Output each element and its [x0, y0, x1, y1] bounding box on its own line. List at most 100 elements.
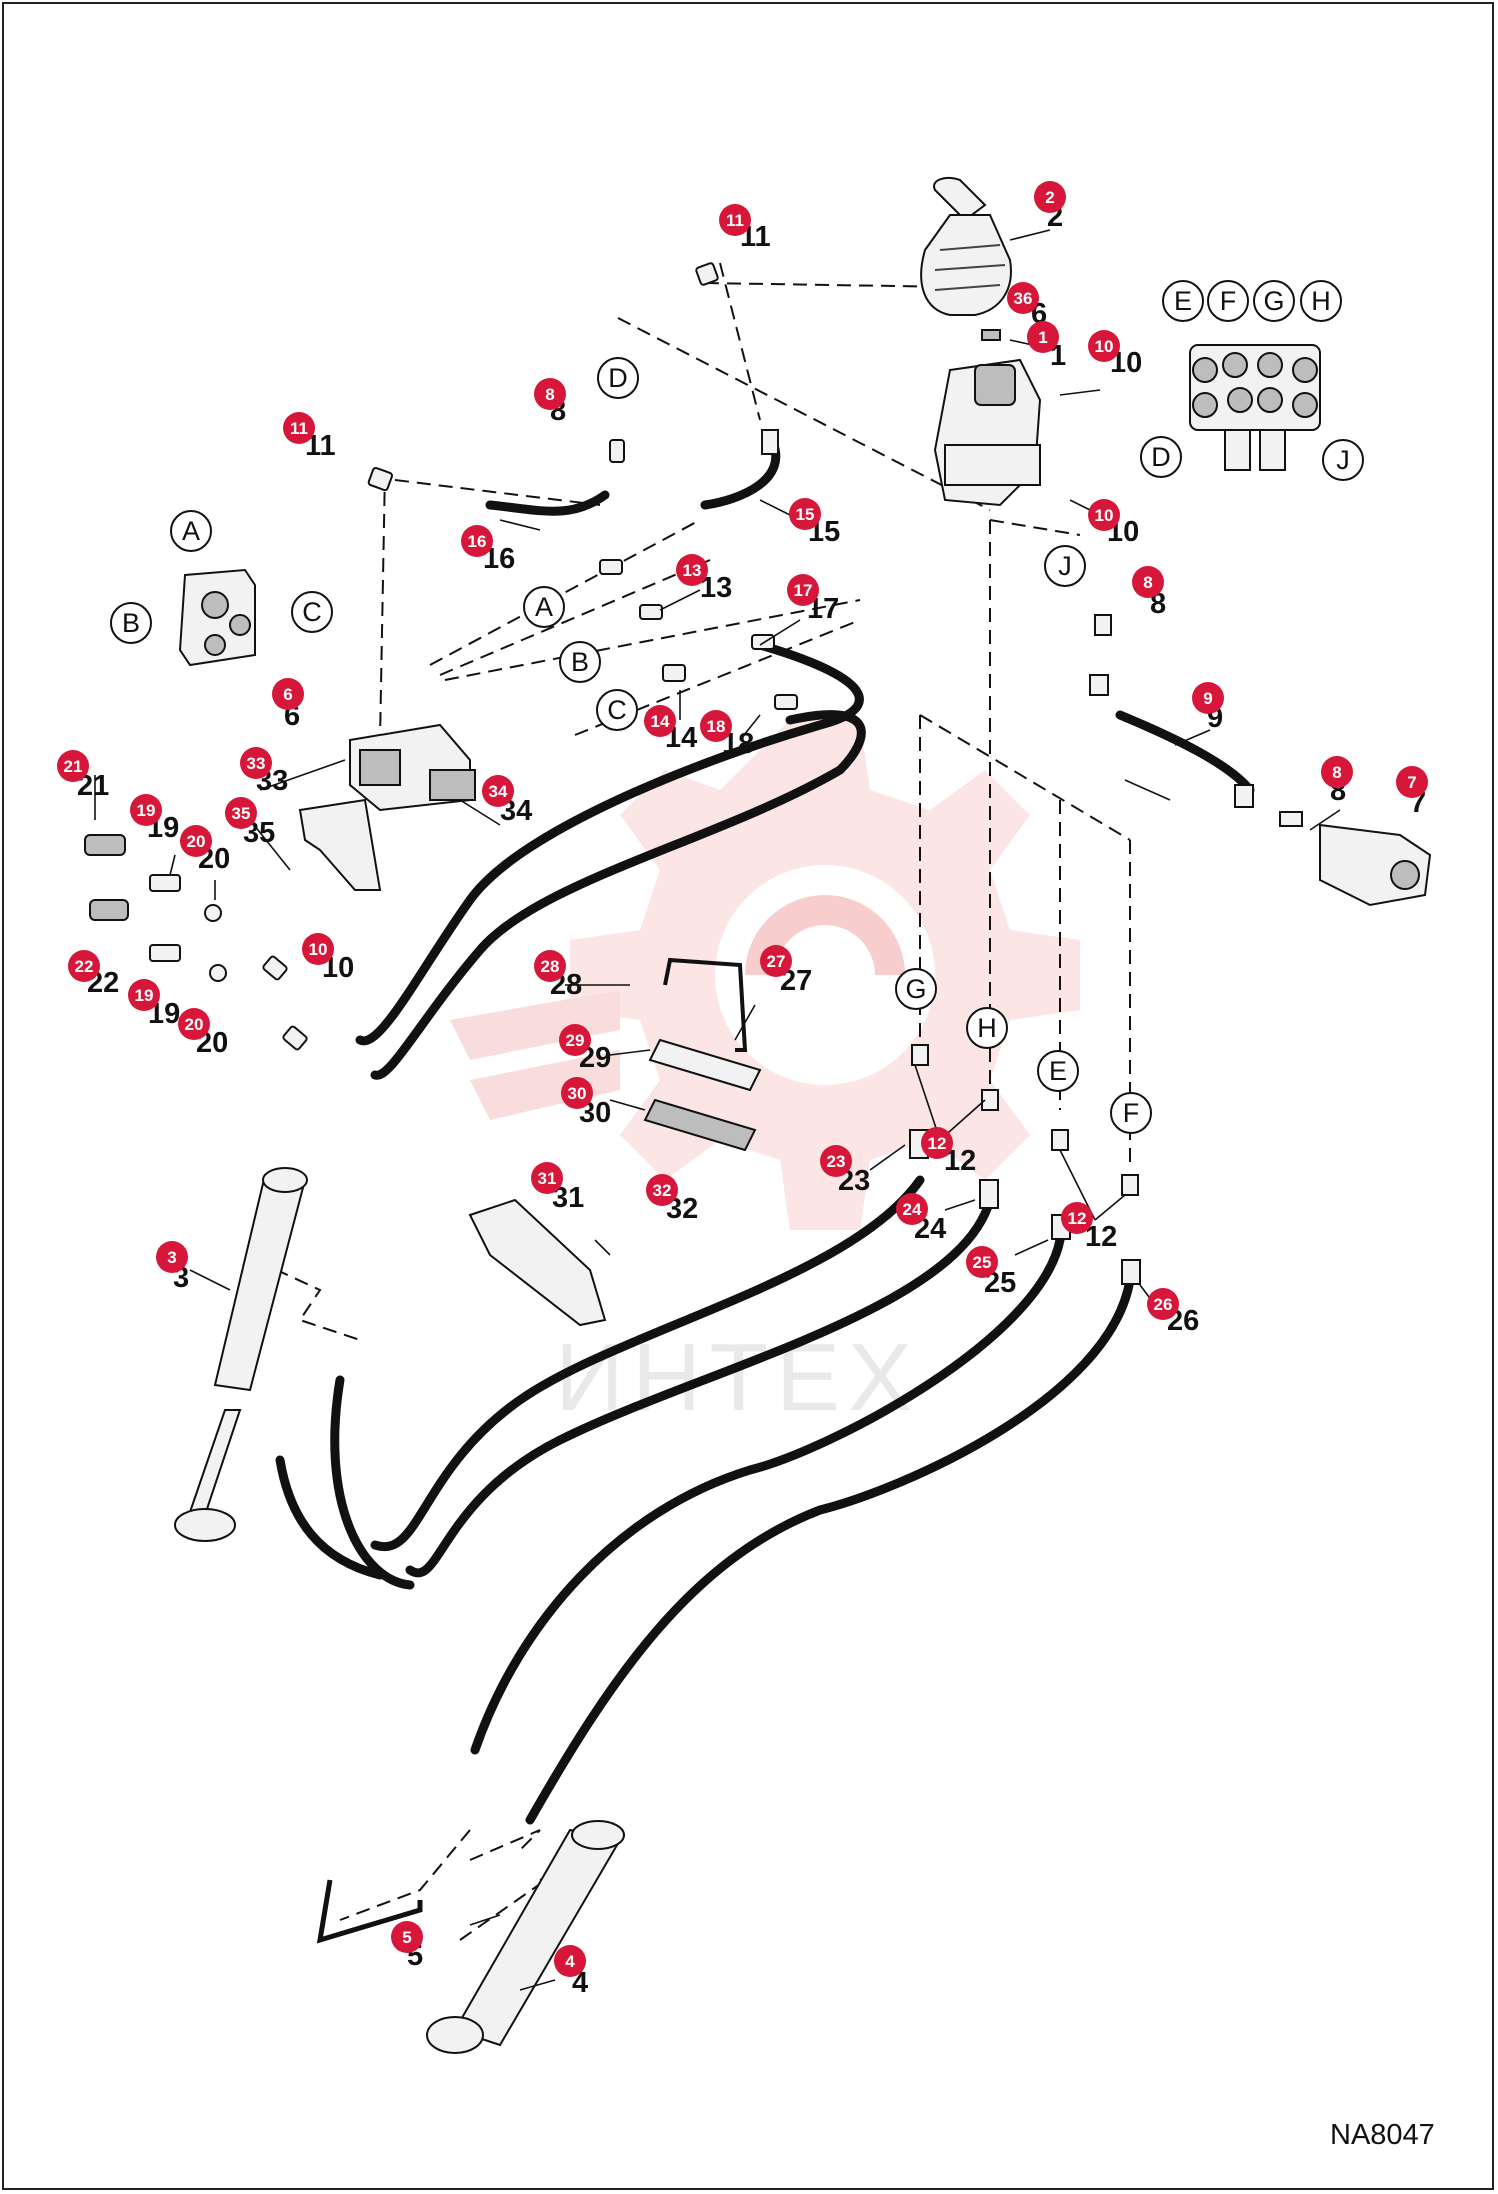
badge-8b: 8	[1132, 566, 1164, 598]
spool-valve	[349, 723, 476, 812]
badge-23: 23	[820, 1145, 852, 1177]
svg-text:E: E	[1049, 1056, 1067, 1086]
badge-5: 5	[391, 1921, 423, 1953]
svg-text:8: 8	[1332, 763, 1341, 782]
badge-12a: 12	[921, 1127, 953, 1159]
svg-text:6: 6	[283, 685, 292, 704]
badge-32: 32	[646, 1174, 678, 1206]
hose-24	[405, 1195, 995, 1578]
badge-25: 25	[966, 1246, 998, 1278]
pipe-5	[316, 1879, 423, 1944]
hoses	[275, 435, 1255, 1825]
badge-35: 35	[225, 797, 257, 829]
badge-10b: 10	[1088, 499, 1120, 531]
svg-text:19: 19	[135, 986, 154, 1005]
port-letter-e: E	[1037, 1050, 1079, 1092]
svg-text:32: 32	[653, 1181, 672, 1200]
badge-28: 28	[534, 950, 566, 982]
clamp-27	[663, 957, 748, 1052]
port-letter-c-manifold: C	[291, 591, 333, 633]
svg-text:A: A	[535, 592, 553, 622]
port-letter-e-top: E	[1162, 280, 1204, 322]
port-letter-c: C	[596, 689, 638, 731]
svg-text:17: 17	[794, 581, 813, 600]
badge-10a: 10	[1088, 330, 1120, 362]
badge-36: 36	[1007, 282, 1039, 314]
bracket-33	[298, 798, 382, 891]
svg-text:4: 4	[565, 1952, 575, 1971]
svg-text:18: 18	[707, 717, 726, 736]
badge-16: 16	[461, 525, 493, 557]
badge-11b: 11	[283, 412, 315, 444]
badge-19b: 19	[128, 979, 160, 1011]
svg-text:10: 10	[1095, 506, 1114, 525]
badge-8a: 8	[534, 378, 566, 410]
port-letter-h-top: H	[1300, 280, 1342, 322]
badge-12b: 12	[1061, 1202, 1093, 1234]
svg-text:8: 8	[1143, 573, 1152, 592]
svg-text:9: 9	[1203, 689, 1212, 708]
joystick-valve	[933, 358, 1042, 507]
badge-33: 33	[240, 747, 272, 779]
badge-20a: 20	[180, 825, 212, 857]
badge-11a: 11	[719, 204, 751, 236]
badge-9: 9	[1192, 682, 1224, 714]
joystick-handle	[920, 177, 1012, 316]
svg-text:23: 23	[827, 1152, 846, 1171]
svg-text:1: 1	[1038, 328, 1047, 347]
badge-10c: 10	[302, 933, 334, 965]
svg-text:10: 10	[309, 940, 328, 959]
svg-text:7: 7	[1407, 773, 1416, 792]
svg-text:12: 12	[928, 1134, 947, 1153]
hose-16	[485, 490, 610, 516]
badge-3: 3	[156, 1241, 188, 1273]
port-letter-f: F	[1110, 1092, 1152, 1134]
valve-7	[1319, 823, 1432, 907]
port-letter-j: J	[1044, 545, 1086, 587]
port-letter-b: B	[559, 641, 601, 683]
boot-36	[981, 329, 1001, 341]
hose-18	[370, 710, 866, 1080]
svg-text:21: 21	[64, 757, 83, 776]
badge-2: 2	[1034, 181, 1066, 213]
svg-text:20: 20	[187, 832, 206, 851]
badge-31: 31	[531, 1162, 563, 1194]
badge-13: 13	[676, 554, 708, 586]
svg-text:5: 5	[402, 1928, 411, 1947]
svg-text:26: 26	[1154, 1295, 1173, 1314]
svg-text:3: 3	[167, 1248, 176, 1267]
fittings	[84, 262, 1303, 1285]
svg-text:G: G	[905, 974, 926, 1004]
svg-text:J: J	[1058, 551, 1072, 581]
svg-text:31: 31	[538, 1169, 557, 1188]
port-letter-a: A	[523, 586, 565, 628]
cylinder-3	[174, 1167, 308, 1542]
badge-8c: 8	[1321, 756, 1353, 788]
port-letter-d-right: D	[1140, 436, 1182, 478]
port-letter-g-top: G	[1253, 280, 1295, 322]
badge-20b: 20	[178, 1008, 210, 1040]
port-letter-b-manifold: B	[110, 602, 152, 644]
svg-text:11: 11	[726, 211, 744, 230]
port-letter-g: G	[895, 968, 937, 1010]
port-letter-d: D	[597, 357, 639, 399]
svg-text:20: 20	[185, 1015, 204, 1034]
port-letter-j-right: J	[1322, 439, 1364, 481]
svg-text:F: F	[1220, 286, 1237, 316]
hose-23	[370, 1175, 925, 1552]
svg-text:B: B	[571, 647, 589, 677]
svg-text:10: 10	[1095, 337, 1114, 356]
hose-17	[355, 640, 864, 1046]
port-letters: E F G H D J D A B C J A B C G H E F	[110, 280, 1364, 1134]
components	[84, 177, 1432, 2054]
hose-3b	[330, 1375, 415, 1590]
svg-text:35: 35	[232, 804, 251, 823]
port-letter-f-top: F	[1207, 280, 1249, 322]
badge-34: 34	[482, 775, 514, 807]
svg-text:2: 2	[1045, 188, 1054, 207]
clamp-blocks	[643, 1038, 762, 1152]
badge-27: 27	[760, 945, 792, 977]
hose-26	[525, 1275, 1135, 1825]
svg-text:H: H	[977, 1013, 997, 1043]
